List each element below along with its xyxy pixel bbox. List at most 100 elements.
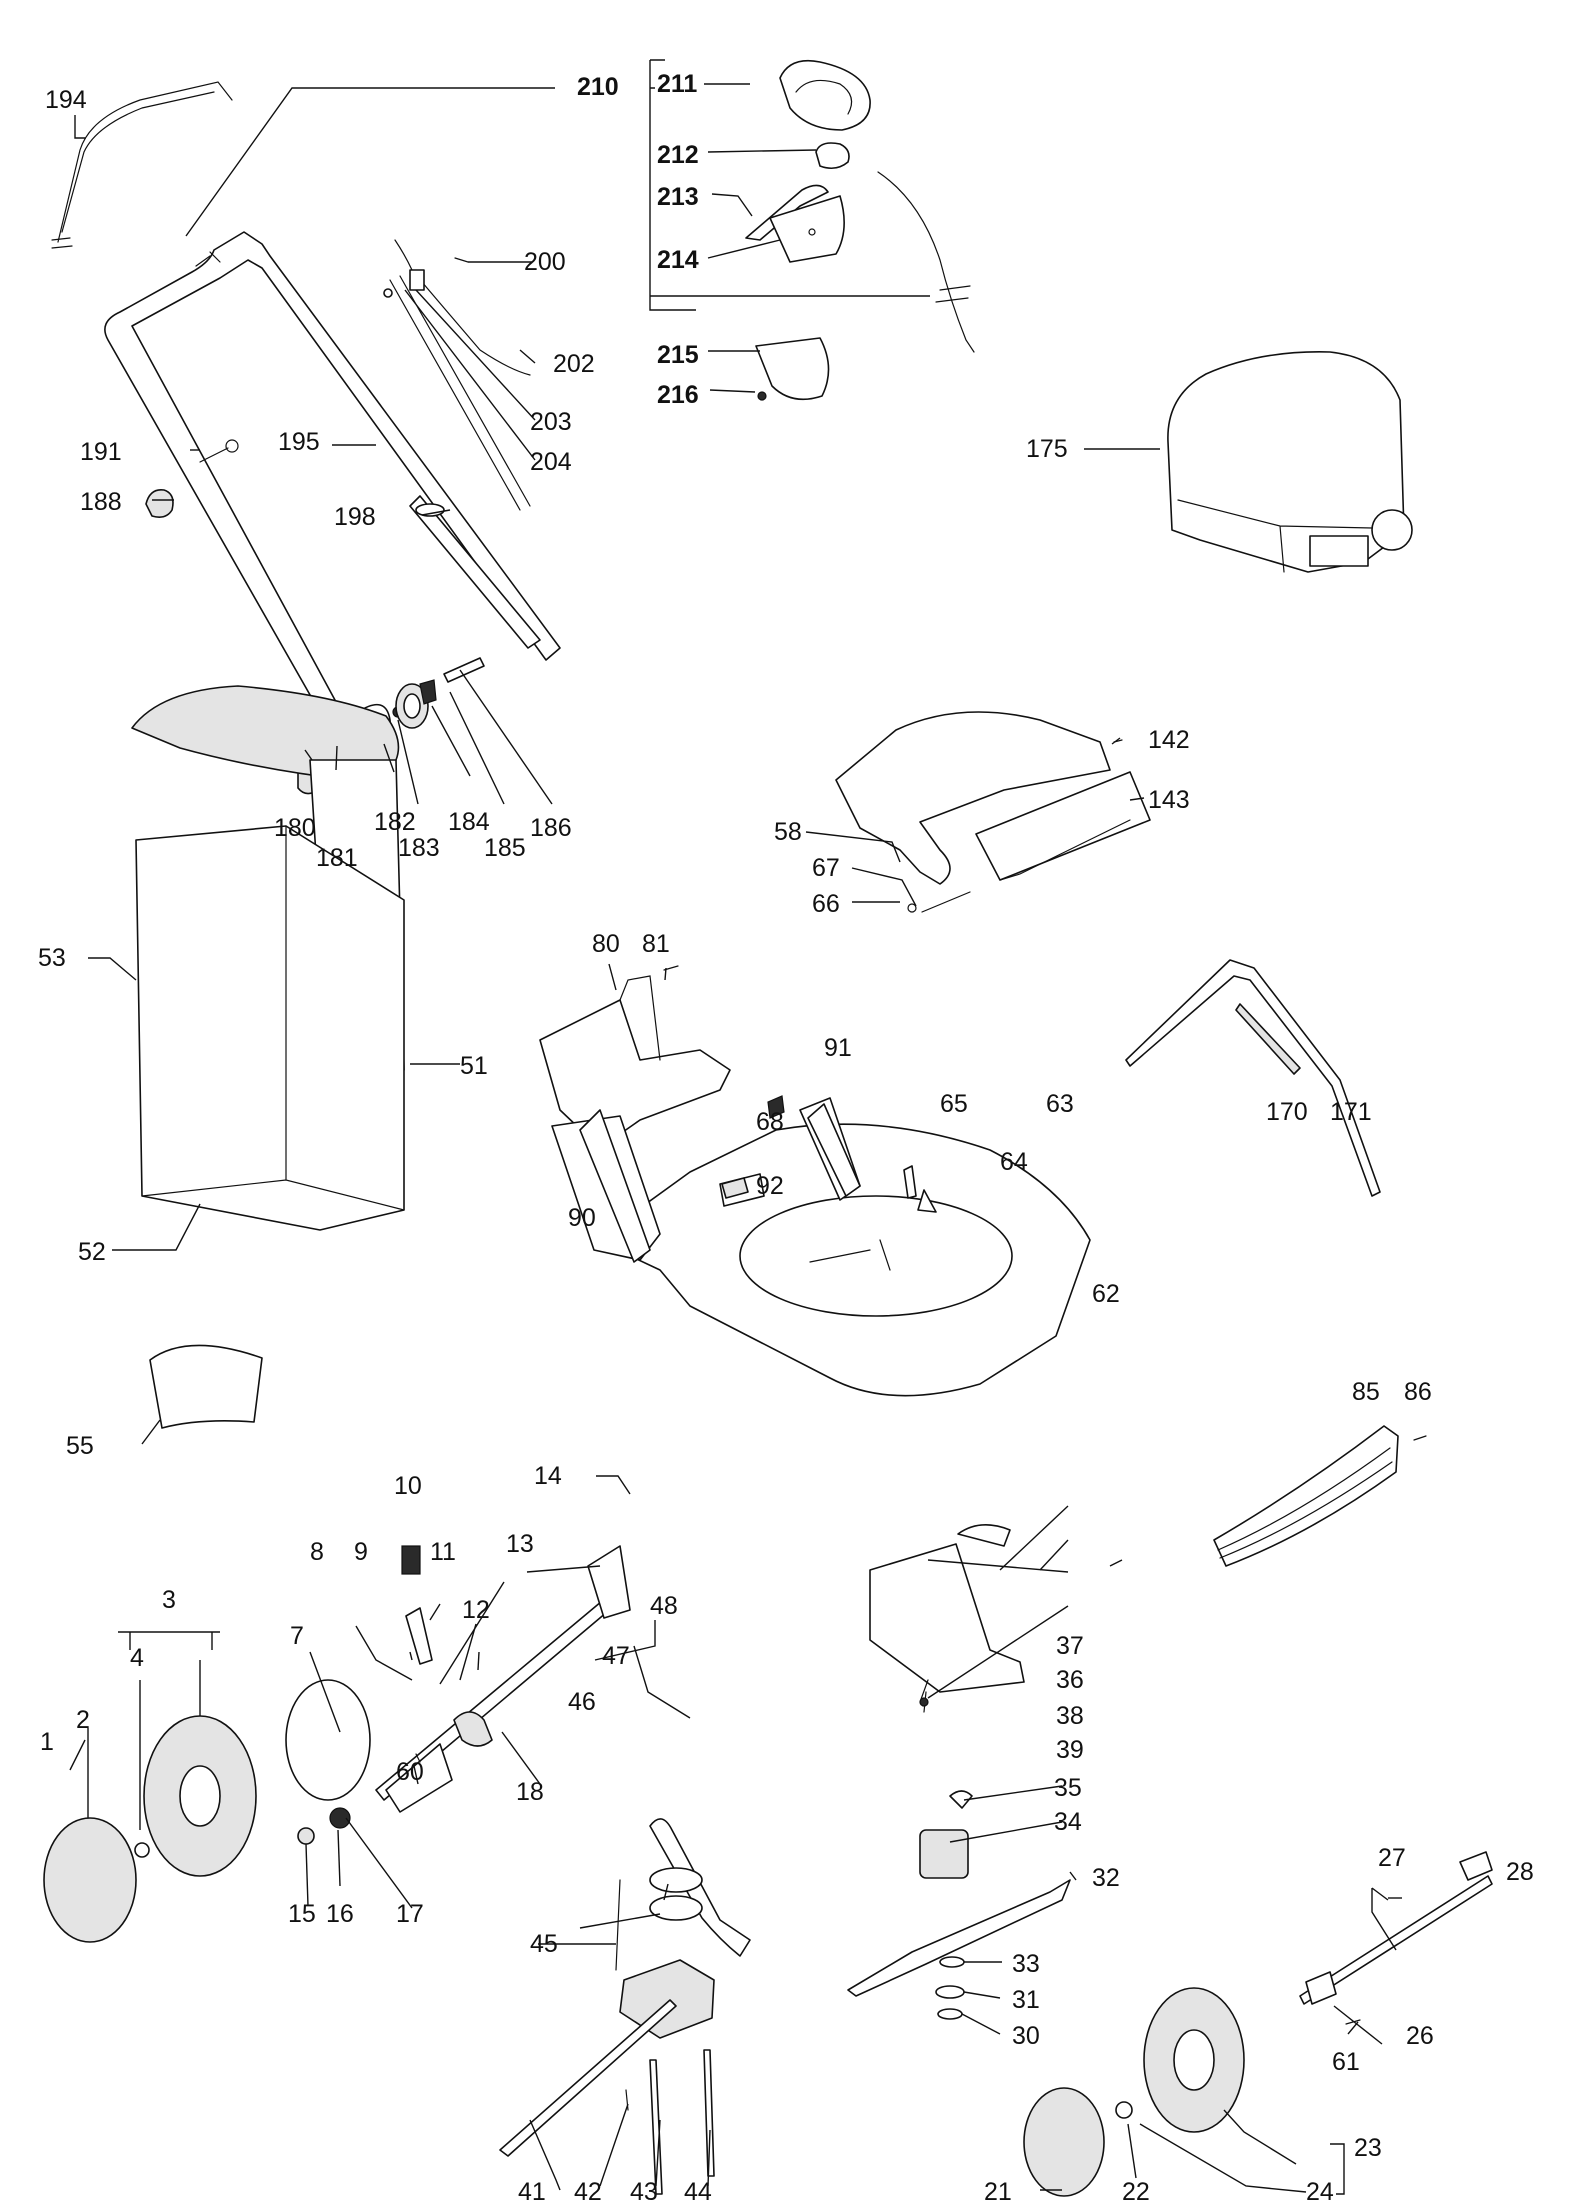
label-53: 53 <box>38 944 66 972</box>
label-51: 51 <box>460 1052 488 1080</box>
label-85: 85 <box>1352 1378 1380 1406</box>
label-62: 62 <box>1092 1280 1120 1308</box>
label-202: 202 <box>553 350 595 378</box>
label-7: 7 <box>290 1622 304 1650</box>
label-92: 92 <box>756 1172 784 1200</box>
label-86: 86 <box>1404 1378 1432 1406</box>
label-47: 47 <box>602 1642 630 1670</box>
label-184: 184 <box>448 808 490 836</box>
label-15: 15 <box>288 1900 316 1928</box>
label-18: 18 <box>516 1778 544 1806</box>
label-216: 216 <box>657 381 699 409</box>
label-37: 37 <box>1056 1632 1084 1660</box>
label-61: 61 <box>1332 2048 1360 2076</box>
label-28: 28 <box>1506 1858 1534 1886</box>
label-214: 214 <box>657 246 699 274</box>
label-195: 195 <box>278 428 320 456</box>
label-52: 52 <box>78 1238 106 1266</box>
part-55-mulch-plug <box>149 1344 263 1429</box>
label-66: 66 <box>812 890 840 918</box>
label-181: 181 <box>316 844 358 872</box>
label-142: 142 <box>1148 726 1190 754</box>
label-185: 185 <box>484 834 526 862</box>
part-3-front-wheel <box>43 1715 257 1943</box>
label-39: 39 <box>1056 1736 1084 1764</box>
label-34: 34 <box>1054 1808 1082 1836</box>
label-9: 9 <box>354 1538 368 1566</box>
label-211: 211 <box>657 70 697 98</box>
part-58-rear-flap <box>835 711 1151 913</box>
label-48: 48 <box>650 1592 678 1620</box>
label-55: 55 <box>66 1432 94 1460</box>
part-number-labels: 194 210 211 212 213 214 215 216 200 202 … <box>38 70 1534 2204</box>
label-68: 68 <box>756 1108 784 1136</box>
label-63: 63 <box>1046 1090 1074 1118</box>
label-27: 27 <box>1378 1844 1406 1872</box>
label-198: 198 <box>334 503 376 531</box>
label-14: 14 <box>534 1462 562 1490</box>
part-23-rear-wheel <box>1023 1987 1245 2197</box>
label-213: 213 <box>657 183 699 211</box>
label-32: 32 <box>1092 1864 1120 1892</box>
part-195-main-handle <box>104 231 561 731</box>
label-43: 43 <box>630 2178 658 2204</box>
part-170-171-height-lever <box>1125 959 1381 1197</box>
label-16: 16 <box>326 1900 354 1928</box>
label-203: 203 <box>530 408 572 436</box>
label-91: 91 <box>824 1034 852 1062</box>
label-143: 143 <box>1148 786 1190 814</box>
label-1: 1 <box>40 1728 54 1756</box>
part-52-grass-bag <box>135 825 405 1231</box>
label-200: 200 <box>524 248 566 276</box>
part-191-bolt <box>199 439 239 463</box>
part-210-216-control-lever <box>745 59 975 401</box>
label-3: 3 <box>162 1586 176 1614</box>
label-212: 212 <box>657 141 699 169</box>
label-191: 191 <box>80 438 122 466</box>
label-4: 4 <box>130 1644 144 1672</box>
label-45: 45 <box>530 1930 558 1958</box>
label-23: 23 <box>1354 2134 1382 2162</box>
label-11: 11 <box>430 1538 456 1566</box>
label-21: 21 <box>984 2178 1012 2204</box>
part-32-35-blade-assembly <box>847 1790 1071 2020</box>
label-10: 10 <box>394 1472 422 1500</box>
part-27-rear-axle <box>1299 1851 1493 2025</box>
leader-lines <box>69 59 1402 2195</box>
label-12: 12 <box>462 1596 490 1624</box>
part-85-mulching-baffle <box>1213 1425 1427 1567</box>
label-60: 60 <box>396 1758 424 1786</box>
label-17: 17 <box>396 1900 424 1928</box>
label-171: 171 <box>1330 1098 1372 1126</box>
label-42: 42 <box>574 2178 602 2204</box>
label-58: 58 <box>774 818 802 846</box>
label-35: 35 <box>1054 1774 1082 1802</box>
label-44: 44 <box>684 2178 712 2204</box>
part-175-engine <box>1167 351 1413 573</box>
label-67: 67 <box>812 854 840 882</box>
label-8: 8 <box>310 1538 324 1566</box>
label-24: 24 <box>1306 2178 1334 2204</box>
label-210: 210 <box>577 73 619 101</box>
label-2: 2 <box>76 1706 90 1734</box>
label-182: 182 <box>374 808 416 836</box>
label-38: 38 <box>1056 1702 1084 1730</box>
label-31: 31 <box>1012 1986 1040 2014</box>
label-33: 33 <box>1012 1950 1040 1978</box>
label-13: 13 <box>506 1530 534 1558</box>
part-188-knob <box>145 488 174 518</box>
label-64: 64 <box>1000 1148 1028 1176</box>
label-183: 183 <box>398 834 440 862</box>
part-80-chute <box>539 965 731 1149</box>
label-80: 80 <box>592 930 620 958</box>
label-65: 65 <box>940 1090 968 1118</box>
label-188: 188 <box>80 488 122 516</box>
part-36-37-blade-guard <box>869 1524 1025 1713</box>
label-26: 26 <box>1406 2022 1434 2050</box>
label-175: 175 <box>1026 435 1068 463</box>
label-204: 204 <box>530 448 572 476</box>
label-180: 180 <box>274 814 316 842</box>
label-186: 186 <box>530 814 572 842</box>
part-194-upper-handle-bar <box>51 81 233 249</box>
